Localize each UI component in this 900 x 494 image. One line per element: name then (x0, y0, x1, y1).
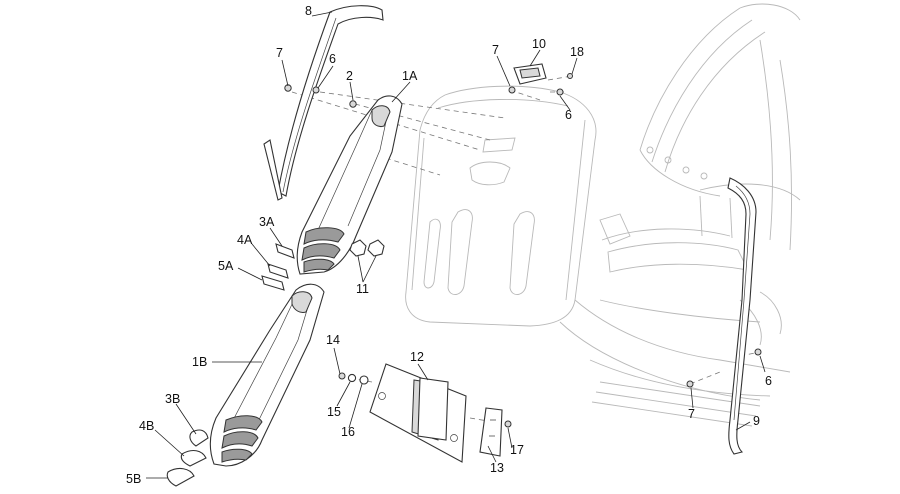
callout-6: 6 (329, 52, 336, 66)
bracket-10 (513, 63, 547, 85)
callout-9: 9 (753, 414, 760, 428)
callout-16: 16 (341, 425, 355, 439)
trim-strip-right (727, 177, 757, 455)
callout-5A: 5A (218, 259, 234, 273)
trim-inserts-upper (261, 243, 295, 291)
callout-3A: 3A (259, 215, 275, 229)
callout-2: 2 (346, 69, 353, 83)
callout-5B: 5B (126, 472, 141, 486)
callout-13: 13 (490, 461, 504, 475)
callout-17: 17 (510, 443, 524, 457)
plate-bracket (369, 363, 503, 463)
callout-1B: 1B (192, 355, 207, 369)
callout-7: 7 (492, 43, 499, 57)
callout-12: 12 (410, 350, 424, 364)
callout-4B: 4B (139, 419, 154, 433)
nuts (349, 239, 385, 257)
trim-strip-left (263, 5, 384, 201)
callout-1A: 1A (402, 69, 418, 83)
callout-8: 8 (305, 4, 312, 18)
scooter-body-outline (405, 3, 801, 427)
trim-inserts-lower (166, 429, 209, 487)
callout-11: 11 (356, 282, 369, 296)
callout-labels: 8 7 6 2 1A 7 10 18 6 3A 4A 5A 11 14 12 1… (126, 4, 772, 486)
callout-14: 14 (326, 333, 340, 347)
grille-cover-upper (296, 95, 403, 275)
callout-15: 15 (327, 405, 341, 419)
grille-cover-lower (209, 283, 325, 467)
callout-18: 18 (570, 45, 584, 59)
callout-7: 7 (688, 407, 695, 421)
callout-4A: 4A (237, 233, 253, 247)
callout-6: 6 (765, 374, 772, 388)
leader-lines (146, 11, 766, 479)
callout-6: 6 (565, 108, 572, 122)
fasteners (284, 73, 762, 428)
callout-7: 7 (276, 46, 283, 60)
callout-3B: 3B (165, 392, 180, 406)
callout-10: 10 (532, 37, 546, 51)
